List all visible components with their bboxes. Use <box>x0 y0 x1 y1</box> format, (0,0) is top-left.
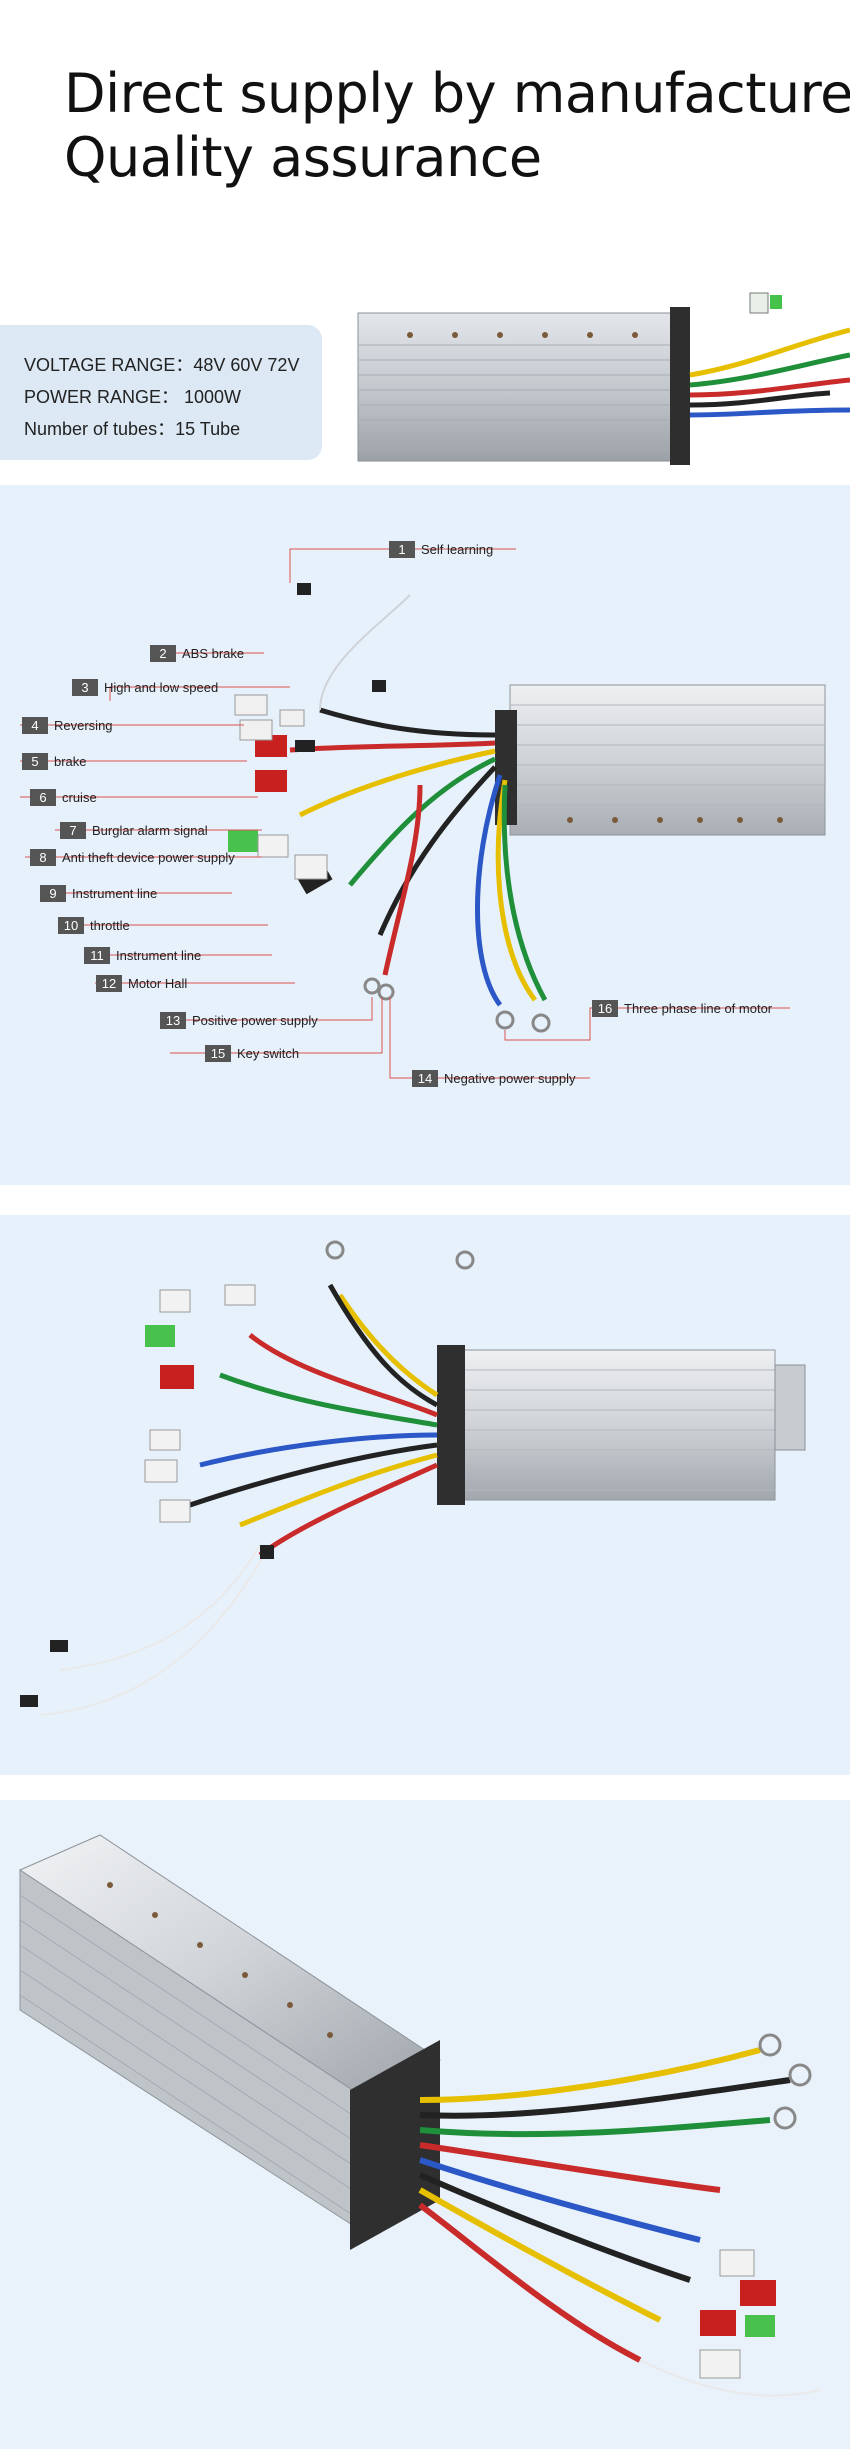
wiring-label-text: Negative power supply <box>444 1070 576 1086</box>
wiring-label-text: Motor Hall <box>128 975 188 991</box>
wiring-label-number: 16 <box>592 999 618 1017</box>
wiring-label-14: 14 Negative power supply <box>412 1069 576 1087</box>
controller-product-photo-1 <box>20 1240 806 1716</box>
wiring-diagram-illustration <box>20 548 826 1079</box>
headline: Direct supply by manufacturer Quality as… <box>64 62 850 190</box>
wiring-label-text: Three phase line of motor <box>624 1000 773 1016</box>
controller-product-photo-2 <box>18 1834 821 2397</box>
wiring-label-7: 7 Burglar alarm signal <box>60 821 208 839</box>
product-photo-panel-1 <box>0 1215 850 1775</box>
wiring-label-number: 8 <box>30 848 56 866</box>
wiring-label-number: 15 <box>205 1044 231 1062</box>
wiring-label-number: 2 <box>150 644 176 662</box>
wiring-label-number: 6 <box>30 788 56 806</box>
headline-line-2: Quality assurance <box>64 126 542 189</box>
wiring-label-number: 9 <box>40 884 66 902</box>
wiring-label-text: Anti theft device power supply <box>62 849 235 865</box>
power-range: POWER RANGE： 1000W <box>24 387 242 407</box>
wiring-label-text: Burglar alarm signal <box>92 822 208 838</box>
wiring-label-13: 13 Positive power supply <box>160 1011 318 1029</box>
wiring-label-1: 1 Self learning <box>389 540 493 558</box>
wiring-label-15: 15 Key switch <box>205 1044 299 1062</box>
wiring-label-number: 14 <box>412 1069 438 1087</box>
wiring-label-text: throttle <box>90 917 130 933</box>
wiring-label-number: 13 <box>160 1011 186 1029</box>
number-of-tubes: Number of tubes：15 Tube <box>24 419 241 439</box>
wiring-label-text: Reversing <box>54 717 113 733</box>
voltage-range: VOLTAGE RANGE：48V 60V 72V <box>24 355 300 375</box>
wiring-label-3: 3 High and low speed <box>72 678 218 696</box>
wiring-label-9: 9 Instrument line <box>40 884 157 902</box>
wiring-label-6: 6 cruise <box>30 788 97 806</box>
wiring-label-number: 10 <box>58 916 84 934</box>
wiring-label-8: 8 Anti theft device power supply <box>30 848 235 866</box>
wiring-label-16: 16 Three phase line of motor <box>592 999 772 1017</box>
wiring-label-text: Key switch <box>237 1045 300 1061</box>
wiring-label-text: Instrument line <box>116 947 202 963</box>
wiring-label-text: Positive power supply <box>192 1012 318 1028</box>
wiring-label-11: 11 Instrument line <box>84 946 201 964</box>
wiring-label-5: 5 brake <box>22 752 87 770</box>
wiring-label-text: brake <box>54 753 87 769</box>
wiring-label-text: High and low speed <box>104 679 219 695</box>
wiring-label-number: 5 <box>22 752 48 770</box>
controller-product-image-top <box>357 292 850 465</box>
wiring-label-2: 2 ABS brake <box>150 644 244 662</box>
wiring-label-text: ABS brake <box>182 645 245 661</box>
wiring-label-text: Instrument line <box>72 885 158 901</box>
spec-box: VOLTAGE RANGE：48V 60V 72V POWER RANGE： 1… <box>0 325 322 460</box>
wiring-label-4: 4 Reversing <box>22 716 113 734</box>
wiring-label-12: 12 Motor Hall <box>96 974 187 992</box>
wiring-label-10: 10 throttle <box>58 916 130 934</box>
wiring-label-number: 7 <box>60 821 86 839</box>
product-photo-panel-2 <box>0 1800 850 2449</box>
wiring-label-number: 12 <box>96 974 122 992</box>
wiring-label-number: 1 <box>389 540 415 558</box>
wiring-label-number: 4 <box>22 716 48 734</box>
wiring-label-number: 3 <box>72 678 98 696</box>
wiring-label-text: Self learning <box>421 541 494 557</box>
headline-line-1: Direct supply by manufacturer <box>64 62 850 125</box>
wiring-label-number: 11 <box>84 946 110 964</box>
wiring-label-text: cruise <box>62 789 97 805</box>
wiring-diagram-panel: 1 Self learning 2 ABS brake 3 High and l… <box>0 485 850 1185</box>
